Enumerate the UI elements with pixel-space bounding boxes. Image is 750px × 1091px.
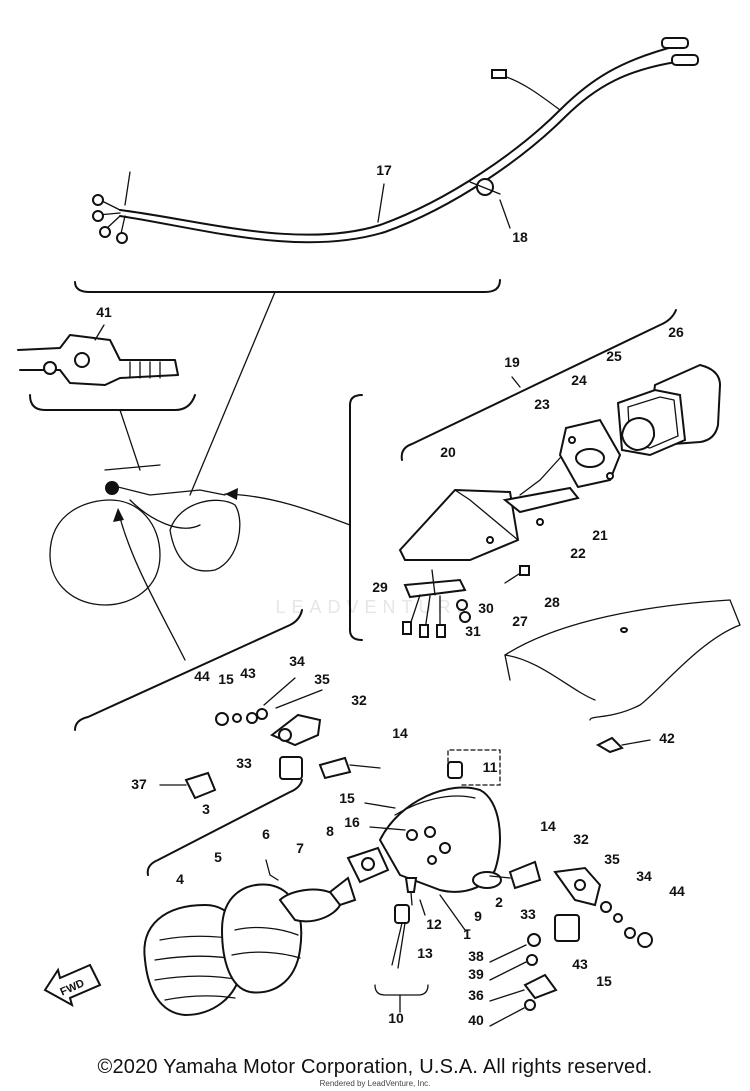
rear-fender [504,599,741,721]
headlight-unit [143,846,390,1017]
part-label-p39: 39 [468,966,484,982]
part-label-p38: 38 [468,948,484,964]
part-label-p35a: 35 [314,671,330,687]
part-label-p7: 7 [296,840,304,856]
part-label-p43b: 43 [572,956,588,972]
part-label-p24: 24 [571,372,587,388]
part-label-p32a: 32 [351,692,367,708]
part-label-p23: 23 [534,396,550,412]
part-label-p30: 30 [478,600,494,616]
part-label-p15b: 15 [339,790,355,806]
part-label-p25: 25 [606,348,622,364]
part-label-p1: 1 [463,926,471,942]
part-label-p26: 26 [668,324,684,340]
part-label-p27: 27 [512,613,528,629]
pilot-bulb [374,877,429,1013]
flasher-left [215,677,381,780]
part-label-p28: 28 [544,594,560,610]
copyright-footer: ©2020 Yamaha Motor Corporation, U.S.A. A… [97,1056,653,1078]
part-label-p18: 18 [512,229,528,245]
part-label-p11: 11 [483,759,498,775]
part-label-p35b: 35 [604,851,620,867]
part-label-p8: 8 [326,823,334,839]
part-label-p32b: 32 [573,831,589,847]
bracket-37 [184,771,217,800]
part-label-p6: 6 [262,826,270,842]
headlight-case [364,749,502,893]
harness-bracket [74,279,501,293]
part-label-p34b: 34 [636,868,652,884]
part-label-p22: 22 [570,545,586,561]
taillight-left-bracket [349,394,363,641]
headlight-bracket [74,609,303,731]
rendered-by-note: Rendered by LeadVenture, Inc. [319,1079,431,1088]
part-label-p21: 21 [592,527,608,543]
part-label-p44a: 44 [194,668,210,684]
part-label-p19: 19 [504,354,520,370]
handlebar-switch [17,324,179,386]
part-label-p16: 16 [344,814,360,830]
clip-42 [595,736,624,754]
part-label-p15c: 15 [596,973,612,989]
parts-diagram: FWD 171841192625242320212229283027314415… [17,37,741,1028]
taillight-top-bracket [400,309,677,461]
taillight-assembly [398,363,722,638]
switch-bracket [29,394,196,411]
headlight-lower-bracket [146,779,303,876]
part-label-p40: 40 [468,1012,484,1028]
wire-1 [439,894,471,931]
part-label-p17: 17 [376,162,392,178]
part-label-p12: 12 [426,916,442,932]
part-label-p29: 29 [372,579,388,595]
part-label-p36: 36 [468,987,484,1003]
part-label-p5: 5 [214,849,222,865]
part-label-p4: 4 [176,871,184,887]
part-label-p13: 13 [417,945,433,961]
part-label-p33b: 33 [520,906,536,922]
part-label-p20: 20 [440,444,456,460]
part-label-p10: 10 [388,1010,404,1026]
flasher-right [489,860,653,1027]
part-label-p9: 9 [474,908,482,924]
part-label-p2: 2 [495,894,503,910]
part-label-p44b: 44 [669,883,685,899]
part-label-p31: 31 [465,623,481,639]
part-label-p37: 37 [131,776,147,792]
motorcycle-outline [49,464,241,606]
wire-harness [92,37,699,244]
fwd-arrow: FWD [43,963,102,1008]
part-label-p42: 42 [659,730,675,746]
part-label-p41: 41 [96,304,112,320]
part-label-p33a: 33 [236,755,252,771]
watermark: LEADVENTURE [275,597,475,617]
part-label-p43a: 43 [240,665,256,681]
part-label-p14a: 14 [392,725,408,741]
part-label-p15a: 15 [218,671,234,687]
part-label-p34a: 34 [289,653,305,669]
part-label-p3: 3 [202,801,210,817]
part-label-p14b: 14 [540,818,556,834]
